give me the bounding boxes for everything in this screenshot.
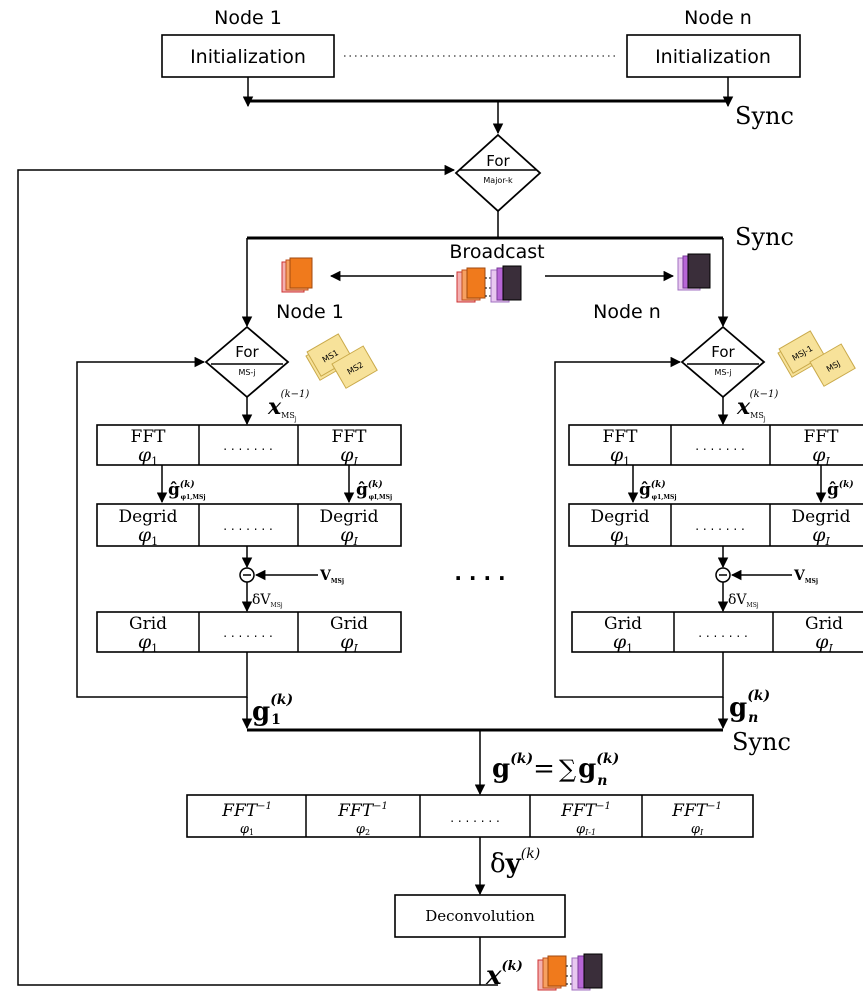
svg-text:Grid: Grid	[330, 614, 368, 634]
svg-text:FFT: FFT	[804, 427, 840, 447]
fft-last-label-node-1: FFT	[332, 427, 368, 447]
svg-text:FFT−1: FFT−1	[221, 801, 272, 821]
ms-tags-node-n: MSJ-1 MSJ	[777, 330, 856, 387]
fft-ellipsis-node-1: . . . . . . .	[223, 439, 273, 453]
svg-text:. . . . . . .: . . . . . . .	[223, 519, 273, 533]
ms-loop-j-label-node-n: MS-j	[714, 368, 731, 377]
grid-row-node-n	[571, 611, 863, 653]
svg-text:φ1: φ1	[138, 524, 158, 548]
svg-text:φ1: φ1	[610, 444, 630, 468]
delta-y-label: δy(k)	[490, 846, 540, 879]
degrid-row-node-1	[96, 503, 402, 547]
svg-text:Degrid: Degrid	[791, 507, 850, 527]
ms-loop-j-label-node-1: MS-j	[238, 368, 255, 377]
output-data-stack	[537, 953, 603, 991]
svg-text:φI: φI	[340, 444, 358, 468]
svg-text:Grid: Grid	[805, 614, 843, 634]
inverse-fft-row	[186, 794, 754, 838]
svg-text:FFT−1: FFT−1	[671, 801, 722, 821]
visibility-label-node-1: VMSj	[319, 568, 344, 585]
svg-text:φI: φI	[691, 822, 704, 837]
g-hat-left-node-n: ĝ(k)φ1,MSj	[639, 479, 677, 501]
major-loop-diamond	[454, 133, 542, 213]
svg-text:φI: φI	[815, 631, 833, 655]
ms-loop-feedback-node-1	[76, 356, 248, 698]
svg-text:Grid: Grid	[129, 614, 167, 634]
delta-vis-label-node-1: δVMSj	[252, 592, 283, 609]
broadcast-combined-data-stack	[456, 265, 522, 303]
svg-text:φI-1: φI-1	[576, 822, 596, 837]
delta-vis-label-node-n: δVMSj	[728, 592, 759, 609]
major-loop-feedback-line	[17, 164, 498, 986]
broadcast-node-n-label: Node n	[593, 301, 661, 323]
initialization-box-node-n	[626, 34, 801, 78]
node-n-data-stack	[677, 253, 711, 291]
sync-label-top: Sync	[735, 102, 794, 130]
svg-text:φI: φI	[340, 524, 358, 548]
ms-loop-for-label-node-n: For	[711, 343, 735, 361]
input-label-node-n: xMSj(k−1)	[736, 389, 778, 423]
svg-text:. . . . . . .: . . . . . . .	[698, 626, 748, 640]
initialization-box-node-1	[161, 34, 335, 78]
node-1-data-stack	[281, 257, 313, 293]
gradient-node-n: g(k)n	[729, 688, 770, 726]
svg-text:. . . . . . .: . . . . . . .	[695, 439, 745, 453]
gradient-node-1: g(k)1	[252, 692, 293, 728]
broadcast-label: Broadcast	[449, 241, 544, 263]
svg-text:φ1: φ1	[138, 631, 158, 655]
initialization-label-node-1: Initialization	[190, 46, 306, 68]
fft-row-node-1	[96, 424, 402, 466]
sync-label-broadcast: Sync	[735, 223, 794, 251]
ms-loop-diamond-node-1	[204, 325, 290, 399]
degrid-row-node-n	[568, 503, 863, 547]
svg-text:φ1: φ1	[613, 631, 633, 655]
output-image-label: x(k)	[485, 959, 523, 991]
svg-text:. . . . . . .: . . . . . . .	[695, 519, 745, 533]
deconvolution-label: Deconvolution	[425, 907, 535, 925]
svg-text:φI: φI	[812, 524, 830, 548]
svg-text:φ2: φ2	[356, 822, 370, 837]
sync-label-bottom: Sync	[732, 728, 791, 756]
inverse-fft-ellipsis: . . . . . . .	[450, 811, 500, 825]
node-n-label: Node n	[684, 7, 752, 29]
major-loop-for-label: For	[486, 152, 510, 170]
svg-text:φ1: φ1	[240, 822, 254, 837]
fft-first-label-node-1: FFT	[131, 427, 167, 447]
fft-row-node-n	[568, 424, 863, 466]
svg-text:Grid: Grid	[604, 614, 642, 634]
svg-text:Degrid: Degrid	[118, 507, 177, 527]
node-1-pipeline: For MS-j MS1 MS2 xMSj(k−1) FFT φ1 . . . …	[76, 325, 402, 728]
ms-loop-diamond-node-n	[680, 325, 766, 399]
ms-loop-feedback-node-n	[554, 356, 724, 698]
input-label-node-1: xMSj(k−1)	[267, 389, 309, 423]
svg-text:Degrid: Degrid	[319, 507, 378, 527]
svg-text:φ1: φ1	[610, 524, 630, 548]
svg-text:FFT: FFT	[603, 427, 639, 447]
gradient-sum-equation: g(k)=∑g(k)n	[492, 751, 619, 789]
ms-loop-for-label-node-1: For	[235, 343, 259, 361]
visibility-label-node-n: VMSj	[793, 568, 818, 585]
grid-row-node-1	[96, 611, 402, 653]
g-hat-right-node-1: ĝ(k)φI,MSj	[356, 479, 392, 501]
between-nodes-ellipsis: . . . .	[454, 561, 505, 585]
node-n-pipeline: For MS-j MSJ-1 MSJ xMSj(k−1) FFT φ1 . . …	[554, 325, 863, 726]
svg-text:φI: φI	[812, 444, 830, 468]
svg-text:FFT−1: FFT−1	[560, 801, 611, 821]
svg-text:Degrid: Degrid	[590, 507, 649, 527]
g-hat-left-node-1: ĝ(k)φ1,MSj	[168, 479, 206, 501]
broadcast-node-1-label: Node 1	[276, 301, 344, 323]
ms-tags-node-1: MS1 MS2	[305, 333, 378, 389]
svg-text:φ1: φ1	[138, 444, 158, 468]
major-loop-k-label: Major-k	[483, 176, 513, 185]
svg-text:φI: φI	[340, 631, 358, 655]
node-1-label: Node 1	[214, 7, 282, 29]
svg-text:FFT−1: FFT−1	[337, 801, 388, 821]
g-hat-right-node-n: ĝ(k)	[827, 479, 854, 500]
initialization-label-node-n: Initialization	[655, 46, 771, 68]
svg-text:. . . . . . .: . . . . . . .	[223, 626, 273, 640]
